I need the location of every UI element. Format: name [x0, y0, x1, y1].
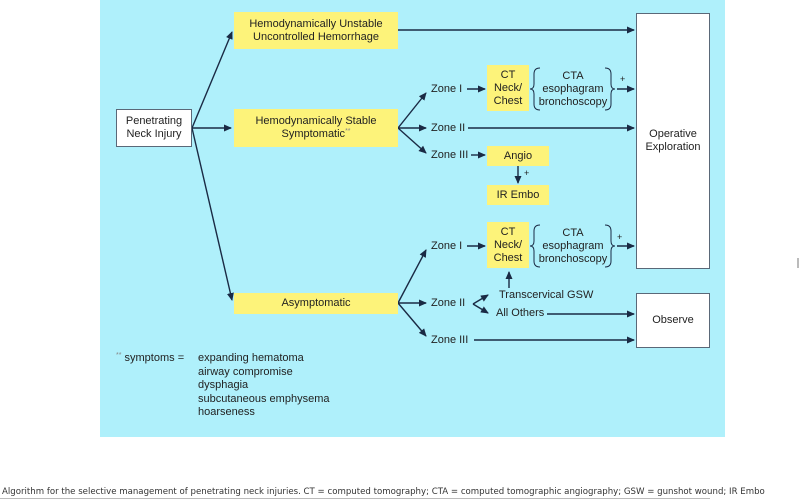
ct-line2: Neck/ — [493, 81, 523, 94]
legend-item: airway compromise — [198, 365, 293, 378]
cta-line3: bronchoscopy — [538, 95, 608, 108]
unstable-line2: Uncontrolled Hemorrhage — [253, 30, 379, 43]
ct-line3: Chest — [493, 94, 523, 107]
cta-group-asym: CTA esophagram bronchoscopy — [536, 225, 610, 267]
all-others-label: All Others — [496, 307, 545, 319]
caption-divider — [0, 498, 710, 499]
asymptomatic-box: Asymptomatic — [234, 293, 398, 314]
diagram-panel — [100, 0, 725, 437]
arrow-stable-zone3 — [397, 127, 427, 154]
arrow-zone2-others — [472, 303, 489, 314]
cta-line3: bronchoscopy — [538, 252, 608, 265]
cta-line2: esophagram — [542, 82, 604, 95]
ct-line2: Neck/ — [493, 238, 523, 251]
ct-line3: Chest — [493, 251, 523, 264]
cta-line1: CTA — [562, 226, 584, 239]
cta-line1: CTA — [562, 69, 584, 82]
brace-right-1 — [604, 67, 616, 111]
arrow-asym-zone3 — [397, 302, 427, 337]
asymptomatic-label: Asymptomatic — [281, 297, 351, 309]
stable-zone1-label: Zone I — [431, 83, 463, 95]
operative-line2: Exploration — [645, 141, 701, 153]
angio-box: Angio — [487, 146, 549, 166]
ct-box-stable: CT Neck/ Chest — [487, 65, 529, 111]
edge-artifact — [797, 258, 799, 268]
angio-label: Angio — [503, 149, 533, 162]
stable-zone2-label: Zone II — [431, 122, 466, 134]
arrow-zone2-transcervical — [472, 294, 489, 305]
ct-line1: CT — [500, 225, 516, 238]
operative-exploration-box: Operative Exploration — [636, 13, 710, 269]
arrow-start-asym — [191, 127, 234, 301]
figure-caption: Algorithm for the selective management o… — [2, 487, 765, 497]
ir-embo-box: IR Embo — [487, 185, 549, 205]
ct-line1: CT — [500, 68, 516, 81]
stable-marker: ** — [345, 128, 351, 135]
observe-label: Observe — [652, 314, 694, 326]
arrow-stable-zone1 — [397, 92, 427, 129]
asym-zone1-label: Zone I — [431, 240, 463, 252]
stable-box: Hemodynamically Stable Symptomatic** — [234, 109, 398, 147]
cta-line2: esophagram — [542, 239, 604, 252]
stable-zone3-label: Zone III — [431, 149, 469, 161]
legend-label: ** symptoms = — [116, 352, 184, 365]
positive-marker-2: + — [617, 232, 623, 242]
unstable-box: Hemodynamically Unstable Uncontrolled He… — [234, 12, 398, 49]
asym-zone3-label: Zone III — [431, 334, 469, 346]
legend-item: hoarseness — [198, 406, 255, 418]
brace-left-1 — [529, 67, 541, 111]
start-box: Penetrating Neck Injury — [116, 109, 192, 147]
arrow-asym-zone1 — [397, 249, 427, 304]
brace-right-2 — [604, 224, 616, 268]
asym-zone2-label: Zone II — [431, 297, 466, 309]
legend-marker: ** — [116, 352, 122, 359]
stable-line2: Symptomatic — [281, 128, 346, 140]
legend-item: subcutaneous emphysema — [198, 392, 330, 405]
positive-marker-1: + — [620, 74, 626, 84]
cta-group-stable: CTA esophagram bronchoscopy — [536, 68, 610, 110]
arrow-start-unstable — [191, 31, 233, 129]
unstable-line1: Hemodynamically Unstable — [249, 17, 383, 30]
legend-item: expanding hematoma — [198, 352, 304, 364]
stable-line1: Hemodynamically Stable — [255, 115, 377, 127]
transcervical-label: Transcervical GSW — [499, 289, 594, 301]
positive-marker-angio: + — [524, 168, 530, 178]
ir-embo-label: IR Embo — [496, 188, 540, 201]
legend-text: symptoms = — [124, 352, 185, 364]
brace-left-2 — [529, 224, 541, 268]
start-label: Penetrating Neck Injury — [125, 115, 183, 140]
legend-items: expanding hematoma airway compromise dys… — [198, 352, 329, 420]
operative-line1: Operative — [649, 128, 697, 140]
legend-item: dysphagia — [198, 379, 249, 391]
ct-box-asym: CT Neck/ Chest — [487, 222, 529, 268]
observe-box: Observe — [636, 293, 710, 348]
